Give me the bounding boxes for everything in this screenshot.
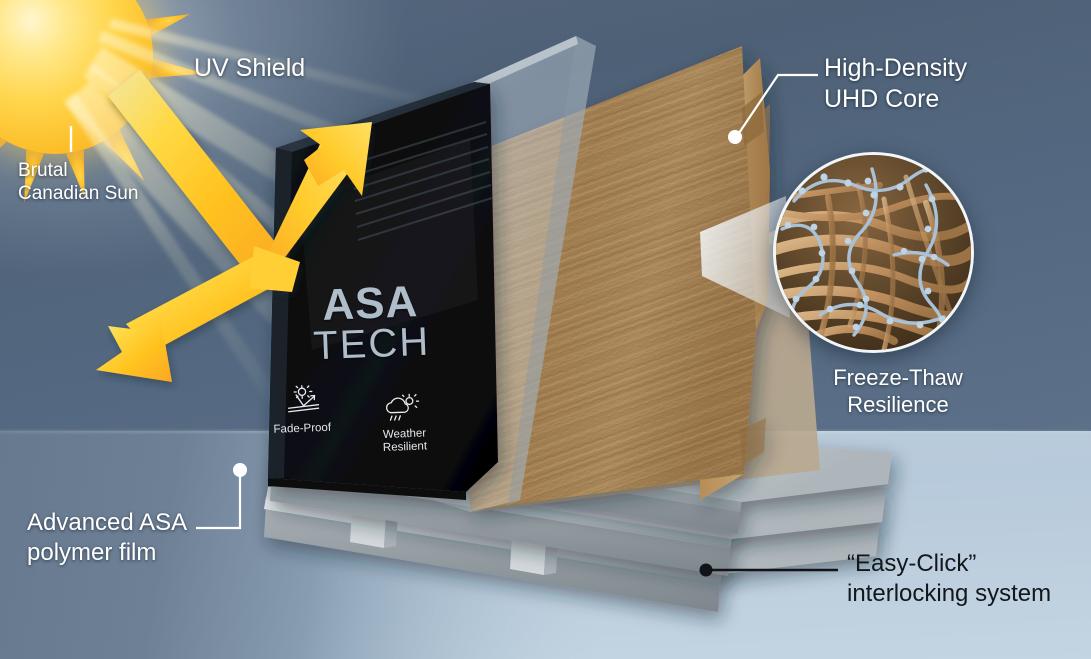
fiber-magnifier: [773, 152, 974, 353]
magnifier-cone: [700, 196, 790, 318]
fiber-closeup-graphic: [776, 155, 971, 350]
asa-film-panel: [268, 82, 498, 500]
uv-reflection-arrow: [96, 70, 372, 382]
